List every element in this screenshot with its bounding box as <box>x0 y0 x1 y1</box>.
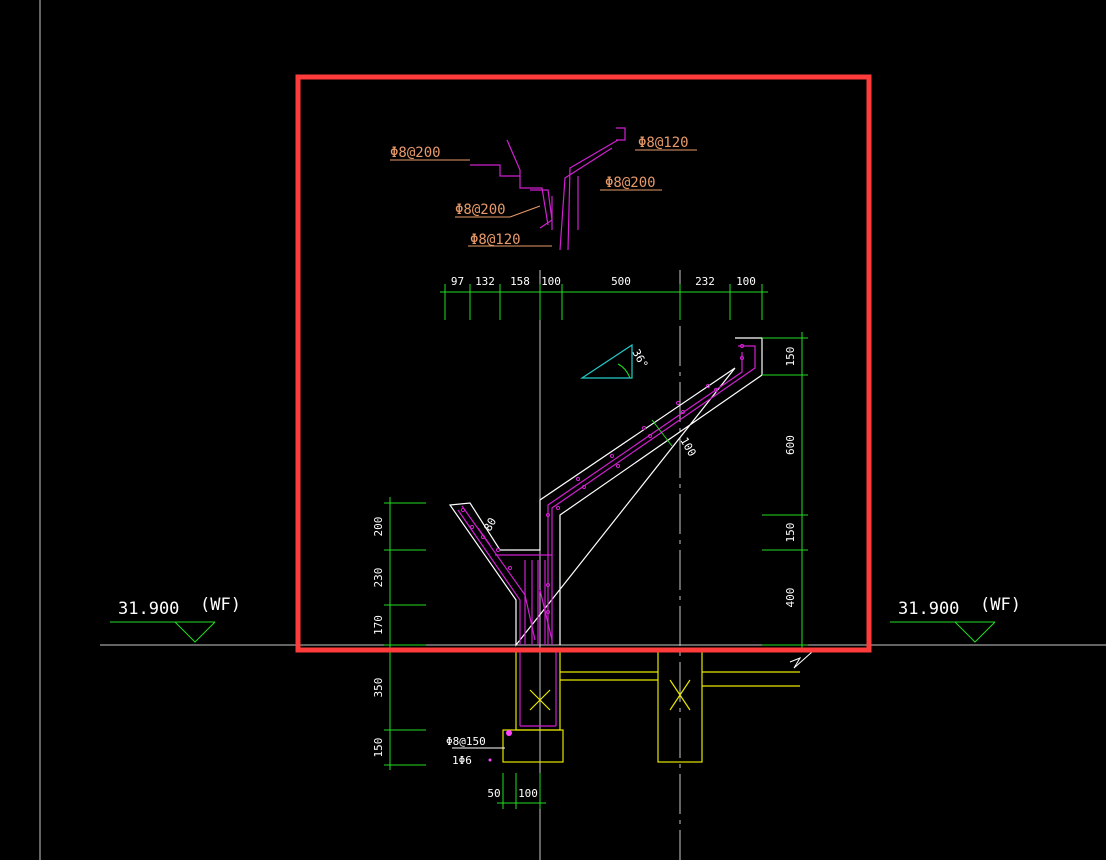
top-dimension-label: 232 <box>695 275 715 288</box>
left-dimension-label: 350 <box>372 678 385 698</box>
left-dimension-chain: 200 230 170 350 150 <box>372 497 426 770</box>
level-mark-right: 31.900 (WF) <box>890 595 1021 643</box>
rebar-dots <box>460 343 745 615</box>
level-mark-left: 31.900 (WF) <box>110 595 241 643</box>
footing-bar-dot <box>506 730 512 736</box>
level-value-right: 31.900 <box>898 599 959 619</box>
rebar-label-mid-left: Φ8@200 <box>455 202 506 218</box>
slab-thickness-main: 100 <box>677 435 698 459</box>
slab-thickness-main-leader <box>651 419 673 447</box>
level-tag-left: (WF) <box>200 595 241 615</box>
foundation-beams <box>502 649 800 763</box>
left-dimension-label: 150 <box>372 738 385 758</box>
break-line <box>789 651 813 669</box>
top-dimension-chain: 97 132 158 100 500 232 100 <box>440 275 768 320</box>
rebar-label-bottom: Φ8@120 <box>470 232 521 248</box>
bottom-dimension-label: 100 <box>518 787 538 800</box>
footing-stirrup-label: Φ8@150 <box>446 735 486 748</box>
footing-bar-dot-2 <box>488 758 492 762</box>
highlight-box <box>295 74 872 653</box>
level-tag-right: (WF) <box>980 595 1021 615</box>
left-dimension-label: 170 <box>372 615 385 635</box>
right-dimension-label: 600 <box>784 435 797 455</box>
top-dimension-label: 500 <box>611 275 631 288</box>
right-dimension-chain: 150 600 150 400 <box>762 332 808 650</box>
foundation-rebar <box>519 650 557 727</box>
top-dimension-label: 132 <box>475 275 495 288</box>
bottom-dimension-chain: 50 100 <box>487 773 546 809</box>
right-dimension-label: 400 <box>784 588 797 608</box>
footing-bar-label: 1Φ6 <box>452 754 472 767</box>
rebar-main <box>457 345 756 645</box>
bottom-dimension-label: 50 <box>487 787 500 800</box>
rebar-leaders <box>390 149 697 247</box>
level-value-left: 31.900 <box>118 599 179 619</box>
left-dimension-label: 200 <box>372 517 385 537</box>
top-dimension-label: 158 <box>510 275 530 288</box>
left-dimension-label: 230 <box>372 568 385 588</box>
rebar-detail <box>470 127 626 251</box>
slab-thickness-left: 80 <box>481 516 499 534</box>
top-dimension-label: 100 <box>541 275 561 288</box>
rebar-label-mid-right: Φ8@200 <box>605 175 656 191</box>
top-dimension-label: 100 <box>736 275 756 288</box>
right-dimension-label: 150 <box>784 347 797 367</box>
rebar-label-top-left: Φ8@200 <box>390 145 441 161</box>
top-dimension-label: 97 <box>451 275 464 288</box>
slope-angle-symbol: 36° <box>580 343 651 379</box>
rebar-label-top-right: Φ8@120 <box>638 135 689 151</box>
right-dimension-label: 150 <box>784 523 797 543</box>
concrete-outline <box>448 337 763 647</box>
